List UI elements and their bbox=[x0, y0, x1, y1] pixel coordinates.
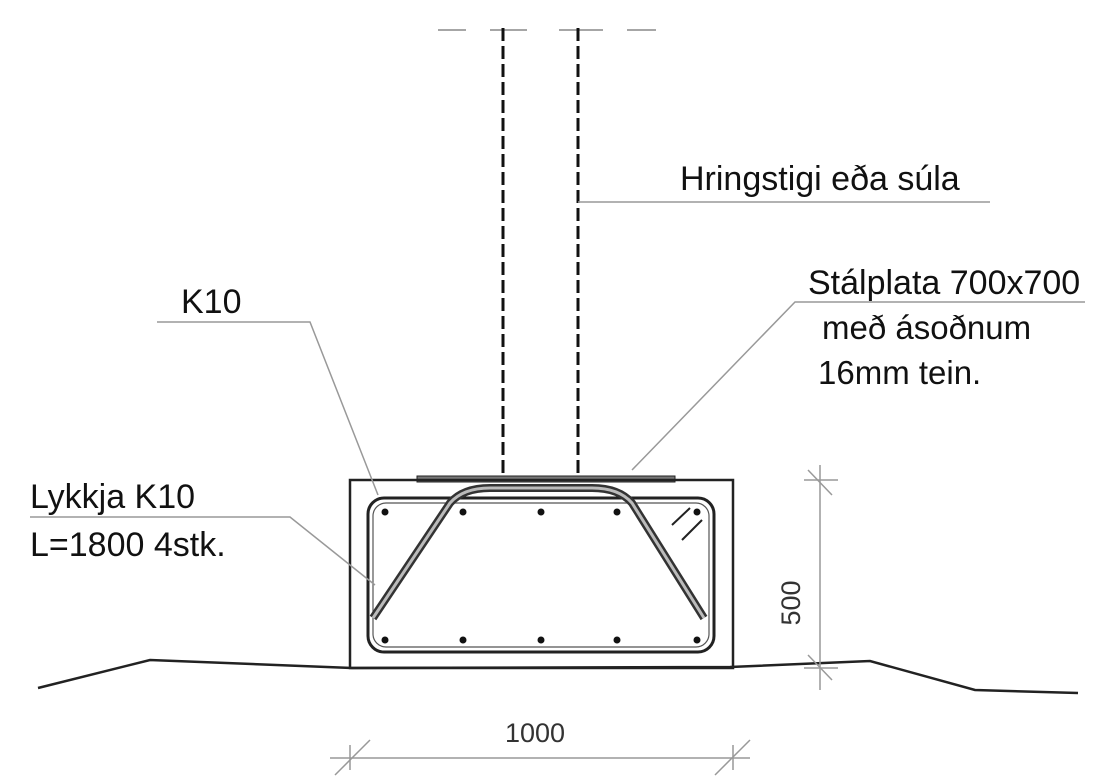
label-plate-line3: 16mm tein. bbox=[818, 354, 981, 391]
loop-bar bbox=[369, 484, 708, 621]
stirrup-k10 bbox=[366, 496, 716, 654]
label-plate-line1: Stálplata 700x700 bbox=[808, 264, 1080, 302]
label-plate-line2: með ásoðnum bbox=[822, 309, 1031, 346]
loop-bar-core bbox=[371, 486, 706, 619]
dimension-height bbox=[804, 465, 838, 690]
ground-line bbox=[37, 658, 1079, 695]
leader-plate bbox=[631, 301, 1085, 471]
label-loop-line1: Lykkja K10 bbox=[30, 478, 195, 516]
stirrup-inner-line bbox=[372, 502, 710, 648]
footing-outline bbox=[348, 478, 735, 670]
label-column: Hringstigi eða súla bbox=[680, 160, 960, 198]
label-loop-line2: L=1800 4stk. bbox=[30, 526, 226, 564]
dimension-height-label: 500 bbox=[776, 580, 806, 625]
leader-stirrup bbox=[157, 321, 379, 496]
rebar-dots bbox=[381, 508, 701, 644]
loop-hatch-marks bbox=[671, 507, 703, 541]
dimension-width-label: 1000 bbox=[505, 718, 565, 748]
dimension-width bbox=[330, 739, 751, 776]
leader-loop bbox=[30, 516, 376, 586]
column-outline bbox=[501, 28, 580, 476]
leader-lines bbox=[30, 201, 1085, 586]
label-stirrup: K10 bbox=[181, 283, 242, 321]
